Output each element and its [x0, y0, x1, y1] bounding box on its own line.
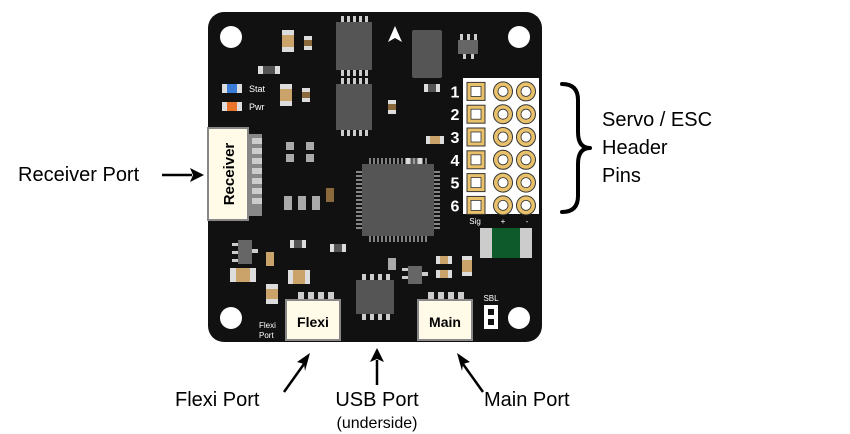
pin-hole: [520, 199, 532, 211]
header-row-number: 4: [451, 153, 460, 170]
signal-pin-core: [470, 154, 482, 166]
main-mcu-chip: [356, 158, 440, 242]
pin-hole: [497, 131, 509, 143]
pin-hole: [497, 86, 509, 97]
pin-hole: [520, 177, 532, 189]
flexi-connector: Flexi Flexi Port: [259, 292, 341, 341]
transistor-bottom: [408, 266, 422, 284]
header-row: 3: [451, 127, 536, 147]
pin-hole: [497, 108, 509, 120]
pin-hole: [520, 131, 532, 143]
header-row: 6: [451, 195, 536, 216]
header-row-number: 5: [451, 176, 460, 193]
signal-pin-core: [470, 199, 482, 211]
header-col-plus: +: [501, 217, 506, 226]
flexi-port-small-label-line1: Flexi: [259, 321, 276, 330]
servo-header: 1 2 3 4 5 6 Sig + -: [451, 78, 539, 226]
usb-chip: [356, 280, 394, 314]
pin-hole: [497, 199, 509, 211]
main-port-label: Main Port: [484, 389, 570, 411]
regulator-chip: [412, 30, 442, 78]
header-row: 1: [451, 81, 536, 102]
header-col-minus: -: [526, 217, 529, 226]
header-row-number: 1: [451, 84, 460, 101]
header-row: 2: [451, 104, 536, 125]
status-leds: Stat Pwr: [222, 84, 266, 112]
receiver-connector-label: Receiver: [221, 143, 238, 206]
pin-hole: [497, 177, 509, 189]
signal-pin-core: [470, 86, 482, 97]
transistor-top: [458, 40, 478, 54]
servo-label-line1: Servo / ESC: [602, 109, 712, 131]
mounting-hole-top-right: [508, 26, 530, 48]
servo-header-brace-icon: [560, 82, 592, 214]
pin-hole: [497, 154, 509, 166]
sbl-label: SBL: [483, 294, 499, 303]
main-port-arrow-icon: [457, 353, 485, 393]
receiver-port-arrow-icon: [162, 168, 204, 182]
mounting-hole-top-left: [220, 26, 242, 48]
servo-label-line2: Header: [602, 137, 668, 159]
inductor: [480, 228, 532, 258]
signal-pin-core: [470, 131, 482, 143]
usb-port-arrow-icon: [370, 348, 384, 385]
receiver-connector: Receiver: [207, 127, 262, 221]
top-chip-2: [336, 84, 372, 130]
header-row-number: 6: [451, 198, 460, 215]
main-connector-label: Main: [429, 314, 461, 330]
usb-port-note: (underside): [337, 415, 418, 432]
flexi-connector-label: Flexi: [297, 314, 329, 330]
pwr-led-label: Pwr: [249, 102, 265, 112]
usb-port-label: USB Port: [335, 389, 419, 411]
flexi-port-small-label-line2: Port: [259, 331, 274, 340]
flexi-port-arrow-icon: [282, 353, 310, 393]
servo-label-line3: Pins: [602, 165, 641, 187]
header-col-sig: Sig: [469, 217, 481, 226]
mounting-hole-bottom-left: [220, 307, 242, 329]
pin-hole: [520, 154, 532, 166]
signal-pin-core: [470, 108, 482, 120]
orientation-arrow-icon: [388, 26, 402, 42]
pin-hole: [520, 108, 532, 120]
sbl-jumper: SBL: [483, 294, 499, 329]
passive-components: [230, 30, 472, 304]
top-chip-1: [336, 22, 372, 70]
signal-pin-core: [470, 177, 482, 189]
pin-hole: [520, 86, 532, 97]
stat-led-label: Stat: [249, 84, 266, 94]
transistor-left: [238, 240, 252, 264]
header-row-number: 2: [451, 107, 460, 124]
header-row: 4: [451, 149, 536, 170]
main-connector: Main: [417, 292, 473, 341]
header-row: 5: [451, 172, 536, 193]
header-row-number: 3: [451, 130, 460, 147]
mounting-holes: [220, 26, 530, 329]
flexi-port-label: Flexi Port: [175, 389, 260, 411]
mounting-hole-bottom-right: [508, 307, 530, 329]
receiver-port-label: Receiver Port: [18, 164, 140, 186]
